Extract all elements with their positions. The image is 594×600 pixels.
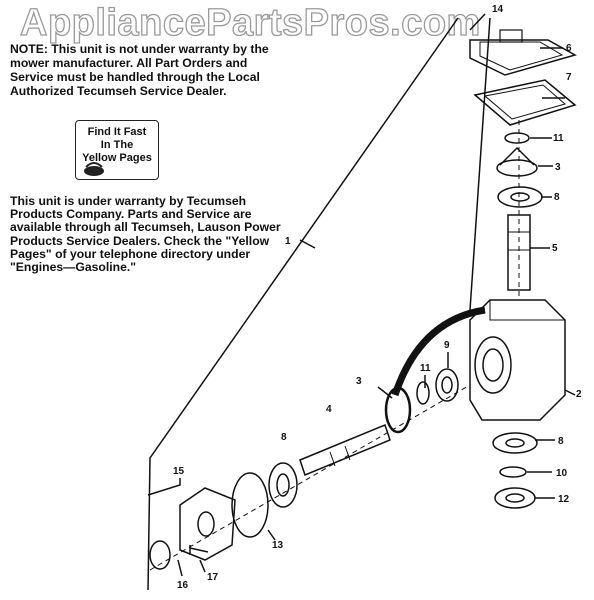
part-horizontal-shaft <box>299 424 391 476</box>
part-seal-16 <box>149 540 171 570</box>
assembly-arrow <box>391 306 486 397</box>
part-gasket <box>473 79 577 126</box>
part-snap-ring-top <box>504 132 530 144</box>
callout-17: 17 <box>207 572 219 583</box>
part-bearing-right <box>492 432 538 454</box>
callout-11-mid: 11 <box>420 363 431 374</box>
part-vertical-shaft <box>507 214 531 291</box>
callout-9: 9 <box>444 340 450 351</box>
callout-3-top: 3 <box>555 162 561 173</box>
callout-13: 13 <box>272 540 284 551</box>
callout-11-top: 11 <box>553 133 564 144</box>
part-bearing-top <box>497 186 543 208</box>
yellow-pages-badge: Find It Fast In The Yellow Pages <box>75 120 159 180</box>
callout-8-left: 8 <box>281 432 287 443</box>
part-top-cover <box>469 39 577 76</box>
part-flange <box>179 487 236 561</box>
callout-10: 10 <box>556 468 568 479</box>
callout-6: 6 <box>566 43 572 54</box>
part-snap-ring-mid <box>416 381 430 405</box>
part-bearing-9 <box>435 368 459 402</box>
tecumseh-note: This unit is under warranty by Tecumseh … <box>10 194 282 275</box>
callout-14: 14 <box>492 4 504 15</box>
callout-7: 7 <box>566 72 572 83</box>
part-snap-ring-10 <box>499 466 527 478</box>
callout-2: 2 <box>576 389 582 400</box>
part-gearbox-housing <box>469 299 566 421</box>
tecumseh-note-text: This unit is under warranty by Tecumseh … <box>10 194 281 275</box>
callout-16: 16 <box>177 580 189 591</box>
callout-8-top: 8 <box>554 192 560 203</box>
callout-15: 15 <box>173 466 185 477</box>
part-bevel-gear-top <box>496 159 538 177</box>
watermark-text: AppliancePartsPros.com <box>19 1 481 44</box>
part-bevel-gear-mid <box>384 386 412 434</box>
callout-4: 4 <box>326 404 332 415</box>
callout-12: 12 <box>558 494 570 505</box>
part-bearing-left <box>268 462 298 508</box>
part-bolt-17 <box>189 545 209 555</box>
callout-1: 1 <box>285 236 291 247</box>
callout-5: 5 <box>552 243 558 254</box>
callout-3-mid: 3 <box>356 376 362 387</box>
warranty-note-text: NOTE: This unit is not under warranty by… <box>10 42 269 98</box>
callout-8-right: 8 <box>558 436 564 447</box>
part-seal-12 <box>494 487 536 509</box>
telephone-icon <box>84 162 104 176</box>
part-gasket-13 <box>231 472 269 538</box>
yellow-pages-text: Find It Fast In The Yellow Pages <box>82 126 152 164</box>
warranty-note: NOTE: This unit is not under warranty by… <box>10 42 272 98</box>
